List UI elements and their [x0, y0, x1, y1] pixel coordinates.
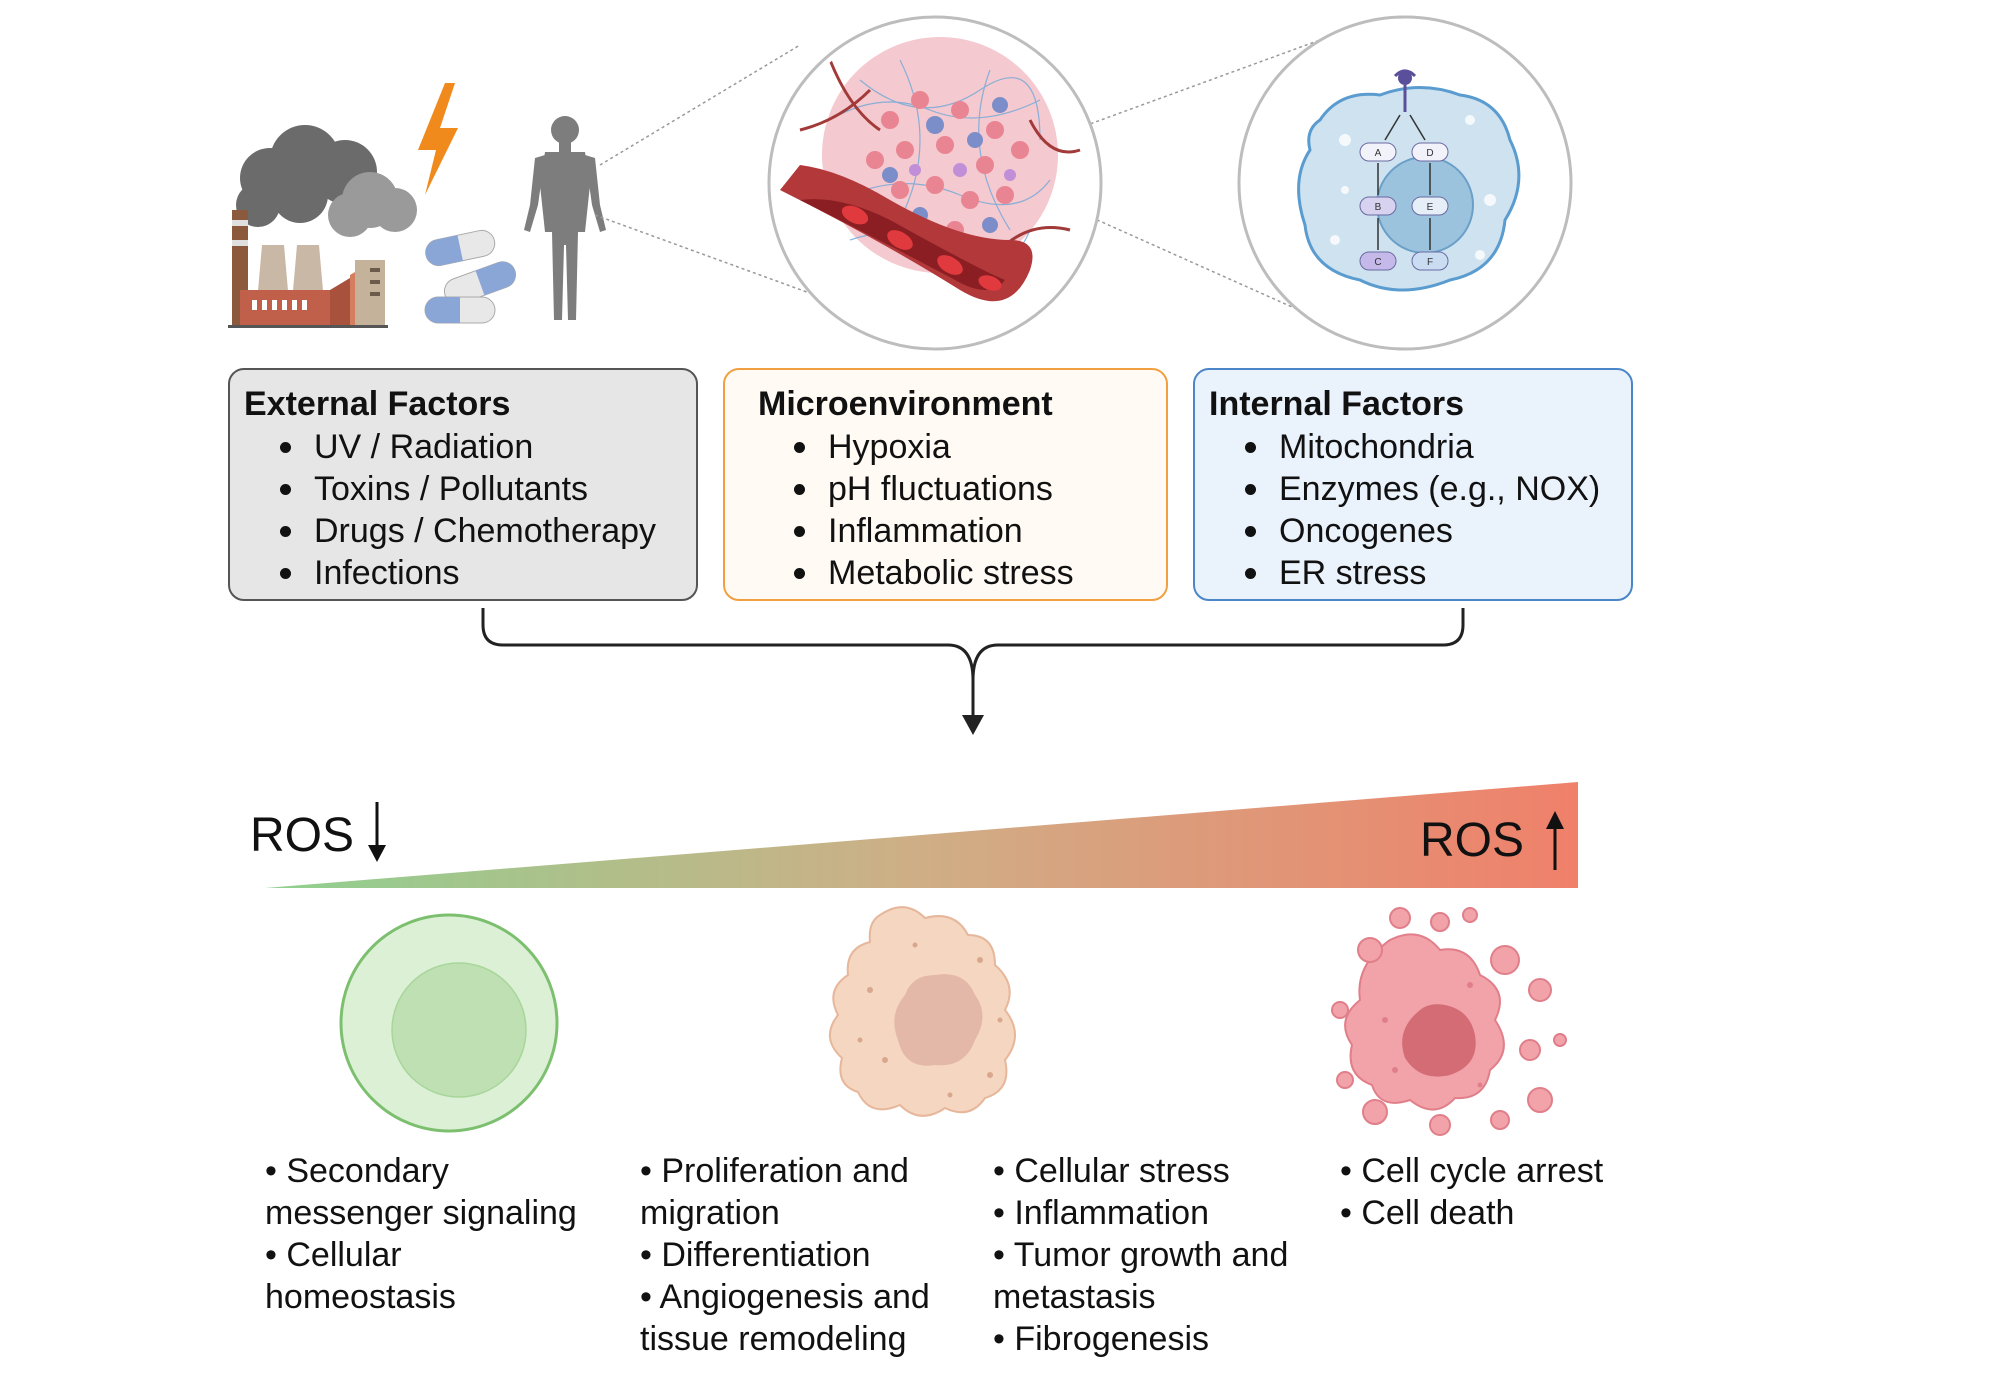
outcome-line: • Cell death	[1340, 1194, 1515, 1232]
outcome-line: • Cell cycle arrest	[1340, 1152, 1604, 1190]
factory-icon	[228, 125, 417, 328]
outcome-line: homeostasis	[265, 1278, 456, 1316]
list-item: UV / Radiation	[280, 426, 682, 468]
pathway-node-a: A	[1375, 148, 1382, 159]
ros-up-arrow-icon	[1546, 811, 1564, 870]
cell-signaling-illustration: A B C D E F	[1237, 15, 1573, 351]
outcome-line: • Angiogenesis and	[640, 1278, 930, 1316]
external-factors-box: External Factors UV / Radiation Toxins /…	[228, 368, 698, 601]
outcome-line: • Proliferation and	[640, 1152, 909, 1190]
list-item: Inflammation	[794, 510, 1152, 552]
ros-down-arrow-icon	[368, 802, 386, 862]
pathway-node-b: B	[1375, 202, 1382, 213]
outcome-line: • Fibrogenesis	[993, 1320, 1210, 1358]
tumor-microenvironment-illustration	[767, 15, 1103, 351]
list-item: ER stress	[1245, 552, 1617, 594]
stressed-cell-illustration	[829, 906, 1016, 1117]
outcome-line: messenger signaling	[265, 1194, 577, 1232]
healthy-cell-illustration	[339, 913, 559, 1133]
external-factors-title: External Factors	[244, 385, 511, 423]
outcome-line: • Differentiation	[640, 1236, 871, 1274]
down-arrow-icon	[962, 715, 984, 735]
list-item: Mitochondria	[1245, 426, 1617, 468]
zoom-lines	[594, 39, 1321, 316]
outcome-line: tissue remodeling	[640, 1320, 907, 1358]
outcome-high-ros: • Cell cycle arrest • Cell death	[1340, 1150, 1603, 1234]
internal-factors-list: Mitochondria Enzymes (e.g., NOX) Oncogen…	[1209, 426, 1617, 594]
outcome-line: migration	[640, 1194, 780, 1232]
list-item: Infections	[280, 552, 682, 594]
outcome-line: • Secondary	[265, 1152, 449, 1190]
list-item: Enzymes (e.g., NOX)	[1245, 468, 1617, 510]
pathway-node-e: E	[1427, 202, 1434, 213]
outcome-line: • Inflammation	[993, 1194, 1209, 1232]
list-item: Hypoxia	[794, 426, 1152, 468]
lightning-icon	[418, 83, 458, 195]
pathway-node-f: F	[1427, 257, 1433, 268]
outcome-moderate-ros-a: • Proliferation and migration • Differen…	[640, 1150, 930, 1360]
external-factors-list: UV / Radiation Toxins / Pollutants Drugs…	[244, 426, 682, 594]
list-item: Oncogenes	[1245, 510, 1617, 552]
outcome-moderate-ros-b: • Cellular stress • Inflammation • Tumor…	[993, 1150, 1288, 1360]
internal-factors-title: Internal Factors	[1209, 385, 1465, 423]
outcome-line: • Cellular stress	[993, 1152, 1230, 1190]
microenvironment-list: Hypoxia pH fluctuations Inflammation Met…	[758, 426, 1152, 594]
microenvironment-box: Microenvironment Hypoxia pH fluctuations…	[723, 368, 1168, 601]
ros-high-label: ROS	[1420, 814, 1525, 867]
outcome-line: • Cellular	[265, 1236, 402, 1274]
ros-low-label: ROS	[250, 809, 355, 862]
ros-gradient-wedge	[265, 782, 1578, 888]
list-item: Drugs / Chemotherapy	[280, 510, 682, 552]
outcome-low-ros: • Secondary messenger signaling • Cellul…	[265, 1150, 577, 1318]
outcome-line: • Tumor growth and	[993, 1236, 1289, 1274]
list-item: pH fluctuations	[794, 468, 1152, 510]
outcome-line: metastasis	[993, 1278, 1156, 1316]
converging-bracket	[481, 608, 1465, 720]
pathway-node-c: C	[1374, 257, 1381, 268]
human-silhouette-icon	[524, 116, 606, 320]
internal-factors-box: Internal Factors Mitochondria Enzymes (e…	[1193, 368, 1633, 601]
pathway-node-d: D	[1426, 148, 1433, 159]
damaged-cell-illustration	[1331, 907, 1567, 1136]
microenvironment-title: Microenvironment	[758, 385, 1053, 423]
list-item: Metabolic stress	[794, 552, 1152, 594]
list-item: Toxins / Pollutants	[280, 468, 682, 510]
pills-icon	[424, 229, 517, 324]
